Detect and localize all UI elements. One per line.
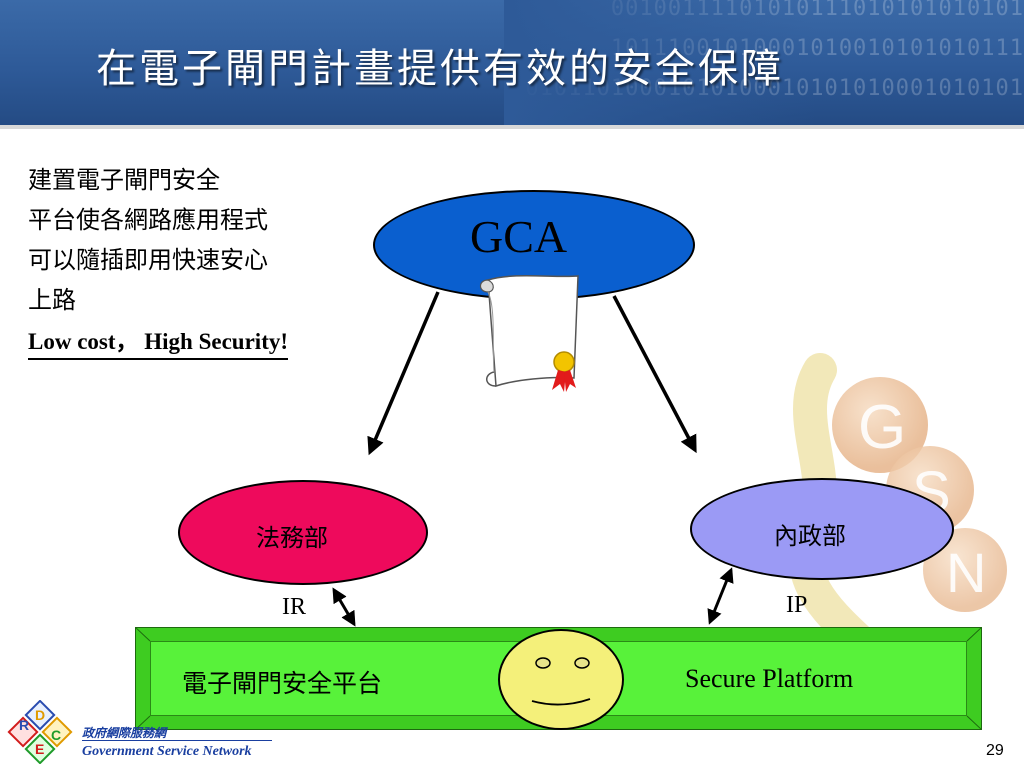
header-divider	[0, 125, 1024, 129]
certificate-scroll-icon	[479, 274, 579, 392]
logo-letter-c: C	[51, 727, 61, 743]
ip-label: IP	[786, 592, 808, 618]
secure-platform-label-zh: 電子閘門安全平台	[182, 669, 383, 698]
footer-org-zh: 政府網際服務網	[82, 726, 167, 740]
description-line: 可以隨插即用快速安心	[28, 246, 268, 274]
footer-org-en: Government Service Network	[82, 744, 252, 759]
ministry-of-justice-node	[178, 480, 428, 585]
footer-divider	[82, 740, 272, 741]
secure-platform-label-en: Secure Platform	[685, 664, 854, 693]
description-line: 上路	[28, 286, 76, 314]
watermark-letter-n: N	[946, 541, 986, 604]
header-banner: 00100111101010111010101010101 1011100101…	[0, 0, 1024, 125]
ministry-of-justice-label: 法務部	[256, 524, 328, 552]
watermark-letter-g: G	[858, 393, 906, 462]
platform-bevel	[135, 627, 982, 730]
description-line: 平台使各網路應用程式	[28, 206, 268, 234]
rdec-logo: R D E C	[7, 700, 73, 764]
arrow-gca-to-moi	[612, 295, 697, 454]
arrow-moi-platform	[707, 567, 734, 625]
smiley-face-icon	[498, 629, 624, 730]
arrow-gca-to-moj	[367, 291, 440, 456]
ministry-of-interior-node	[690, 478, 954, 580]
ministry-of-interior-label: 內政部	[774, 522, 846, 550]
logo-letter-r: R	[19, 717, 29, 733]
page-number: 29	[986, 742, 1004, 759]
logo-letter-d: D	[35, 707, 45, 723]
logo-letter-e: E	[35, 741, 44, 757]
description-text: 建置電子閘門安全 平台使各網路應用程式 可以隨插即用快速安心 上路	[28, 160, 408, 320]
gca-label: GCA	[470, 211, 568, 262]
arrow-moj-platform	[332, 587, 356, 627]
slogan-text: Low cost， High Security!	[28, 322, 289, 360]
description-line: 建置電子閘門安全	[28, 166, 220, 194]
ir-label: IR	[282, 594, 306, 620]
slide-title: 在電子閘門計畫提供有效的安全保障	[96, 46, 784, 92]
